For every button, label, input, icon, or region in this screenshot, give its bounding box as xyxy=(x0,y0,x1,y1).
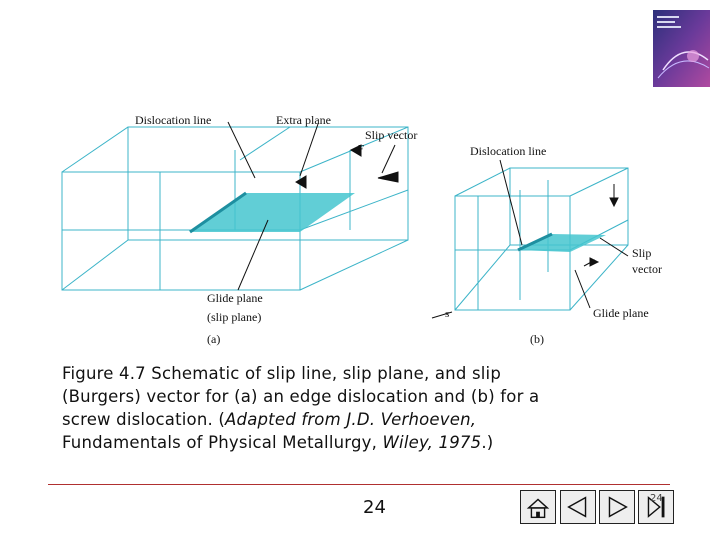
caption-line-2: (Burgers) vector for (a) an edge disloca… xyxy=(62,387,540,406)
caption-line-3: screw dislocation. (Adapted from J.D. Ve… xyxy=(62,408,682,431)
triangle-right-icon xyxy=(608,496,628,518)
caption-line-1: Figure 4.7 Schematic of slip line, slip … xyxy=(62,364,501,383)
triangle-left-icon xyxy=(567,496,587,518)
label-dislocation-line-a: Dislocation line xyxy=(135,113,211,127)
caption-line-4-end: .) xyxy=(481,433,494,452)
label-s-b: s xyxy=(445,308,449,320)
page-number: 24 xyxy=(363,497,386,518)
label-slip-plane-a: (slip plane) xyxy=(207,310,261,324)
glide-plane-b xyxy=(518,234,606,252)
label-vector-b: vector xyxy=(632,262,662,276)
label-slip-b: Slip xyxy=(632,246,651,260)
label-dislocation-line-b: Dislocation line xyxy=(470,144,546,158)
slide-badge: 24 xyxy=(650,493,663,504)
caption-line-4: Fundamentals of Physical Metallurgy, Wil… xyxy=(62,431,682,454)
label-glide-plane-b: Glide plane xyxy=(593,306,649,320)
figure-caption: Figure 4.7 Schematic of slip line, slip … xyxy=(62,362,682,454)
label-slip-vector-a: Slip vector xyxy=(365,128,417,142)
dislocation-figure: Dislocation line Extra plane Slip vector… xyxy=(61,113,662,346)
caption-line-3-text: screw dislocation. ( xyxy=(62,410,226,429)
dislocation-line-a xyxy=(189,191,247,234)
caption-source-author: Adapted from J.D. Verhoeven, xyxy=(225,410,477,429)
label-extra-plane: Extra plane xyxy=(276,113,331,127)
arrows-a xyxy=(227,121,399,291)
end-button[interactable] xyxy=(638,490,674,524)
home-button[interactable] xyxy=(520,490,556,524)
dislocation-line-b xyxy=(517,232,553,252)
caption-source-title: Fundamentals of Physical Metallurgy, xyxy=(62,433,383,452)
arrows-b xyxy=(431,159,629,319)
end-icon xyxy=(647,496,665,518)
back-button[interactable] xyxy=(560,490,596,524)
home-icon xyxy=(526,498,550,519)
label-glide-plane-a: Glide plane xyxy=(207,291,263,305)
footer-divider xyxy=(48,484,670,485)
label-f-a: F xyxy=(356,143,364,155)
caption-source-publisher: Wiley, 1975 xyxy=(382,433,482,452)
panel-label-b: (b) xyxy=(530,332,544,346)
panel-label-a: (a) xyxy=(207,332,220,346)
book-cover-image xyxy=(653,10,710,87)
glide-plane-a xyxy=(190,193,355,232)
forward-button[interactable] xyxy=(599,490,635,524)
